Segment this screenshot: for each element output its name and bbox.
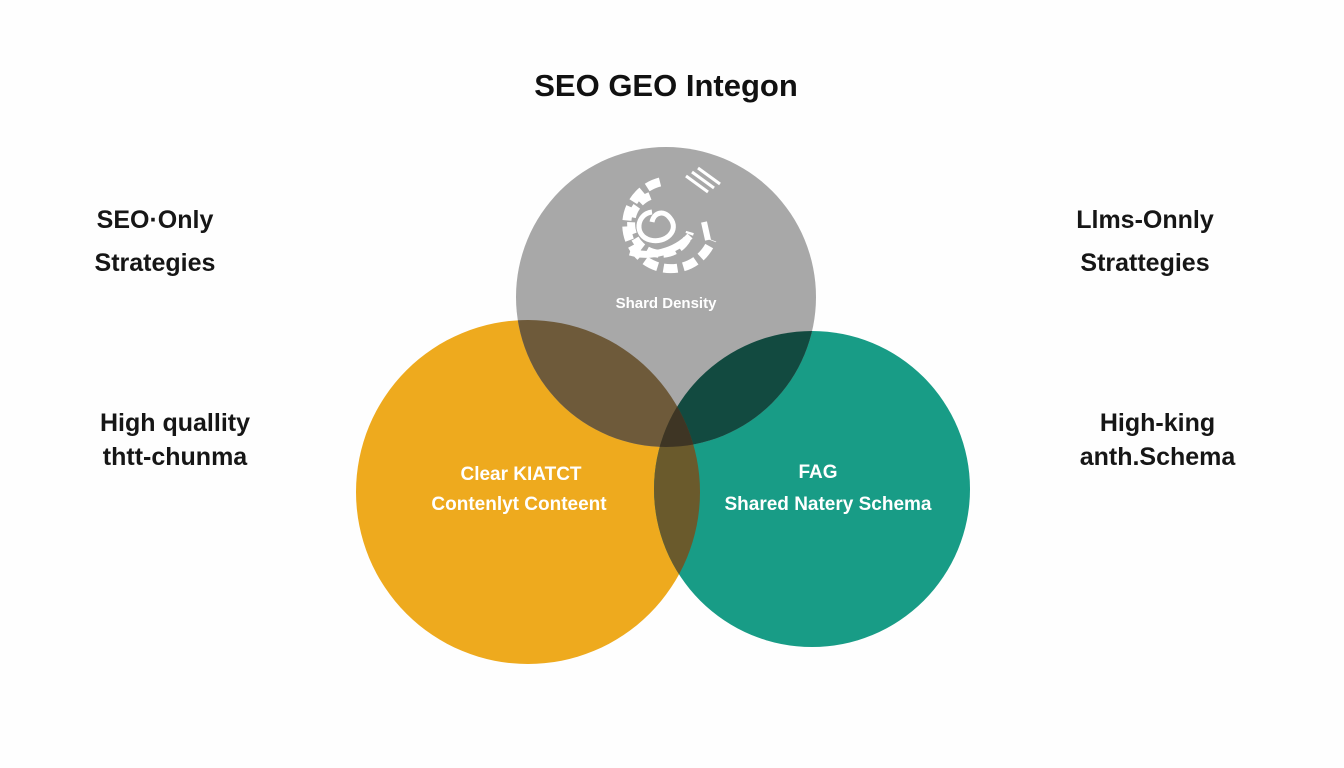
- top-circle-label: Shard Density: [616, 295, 718, 312]
- high-quality-line2: thtt-chunma: [102, 443, 248, 471]
- high-king-label: High-king anth.Schema: [1050, 406, 1265, 474]
- high-king-line2: anth.Schema: [1079, 443, 1236, 471]
- left-circle-label-line1: Clear KIATCT: [460, 464, 581, 485]
- llms-only-line2: Strattegies: [1080, 249, 1210, 277]
- top-right-overlap: [654, 331, 816, 447]
- high-quality-label: High quallity thtt-chunma: [70, 406, 280, 474]
- seo-only-strategies-label: SEO·Only Strategies: [60, 199, 250, 285]
- left-circle-label-line2: Contenlyt Conteent: [431, 494, 607, 515]
- seo-only-line1: SEO·Only: [96, 206, 214, 234]
- high-king-line1: High-king: [1099, 409, 1216, 437]
- diagram-title: SEO GEO Integon: [534, 68, 798, 103]
- top-left-overlap: [516, 320, 700, 447]
- right-circle-label-line1: FAG: [798, 462, 837, 483]
- spiral-logo-icon: [622, 166, 721, 274]
- llms-only-line1: Llms-Onnly: [1076, 206, 1214, 234]
- seo-only-line2: Strategies: [94, 249, 216, 277]
- llms-only-strategies-label: Llms-Onnly Strattegies: [1050, 199, 1240, 285]
- high-quality-line1: High quallity: [100, 409, 250, 437]
- right-circle-label-line2: Shared Natery Schema: [725, 494, 932, 515]
